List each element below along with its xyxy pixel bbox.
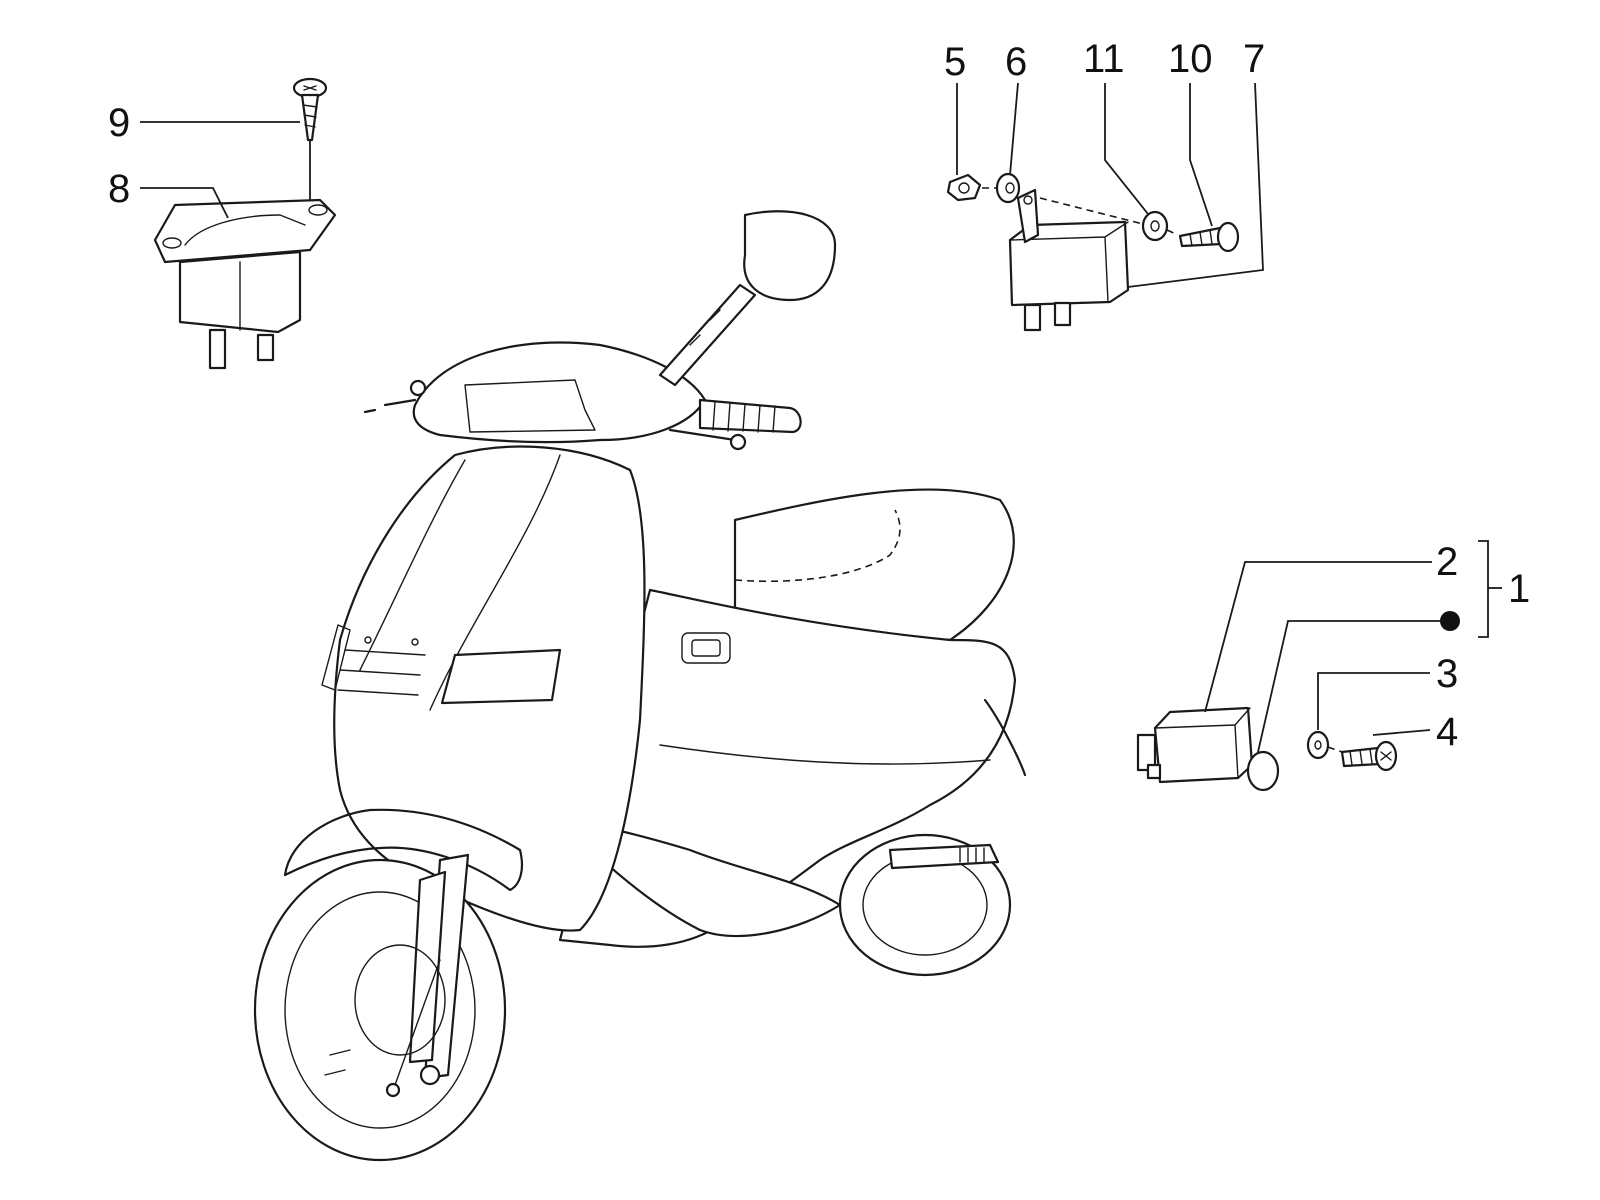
callout-5: 5 — [944, 40, 966, 84]
floorboard — [558, 818, 842, 938]
callout-1: 1 — [1508, 567, 1530, 611]
callout-10: 10 — [1168, 37, 1213, 81]
callout-11: 11 — [1083, 37, 1125, 81]
scooter-illustration — [253, 210, 1027, 1162]
handlebar-assembly — [363, 210, 837, 451]
leader-lines — [140, 82, 1440, 753]
part-7-relay — [1008, 188, 1130, 332]
front-wheel — [253, 808, 524, 1162]
part-11-washer — [1141, 210, 1169, 242]
assembly-axis-line — [982, 187, 1179, 236]
part-2-relay — [1136, 706, 1254, 784]
part-6-washer — [995, 172, 1021, 204]
callout-8: 8 — [108, 167, 130, 211]
callout-2: 2 — [1436, 540, 1458, 584]
part-4-screw — [1340, 740, 1398, 772]
part-5-nut — [946, 173, 982, 202]
part-8-relay-socket — [153, 198, 337, 370]
callout-7: 7 — [1243, 37, 1265, 81]
assembly-axis-line-2 — [1327, 746, 1343, 753]
callout-labels: 9 8 5 6 11 10 7 2 1 3 4 — [108, 37, 1530, 754]
callout-6: 6 — [1005, 40, 1027, 84]
part-9-screw — [292, 77, 328, 200]
front-shield — [321, 445, 646, 932]
part-10-screw — [1178, 221, 1240, 253]
part-3-washer — [1306, 730, 1330, 760]
callout-9: 9 — [108, 101, 130, 145]
part-2-cap — [1246, 750, 1280, 792]
callout-4: 4 — [1436, 710, 1458, 754]
part-1-kit-marker — [1440, 540, 1502, 638]
callout-3: 3 — [1436, 652, 1458, 696]
